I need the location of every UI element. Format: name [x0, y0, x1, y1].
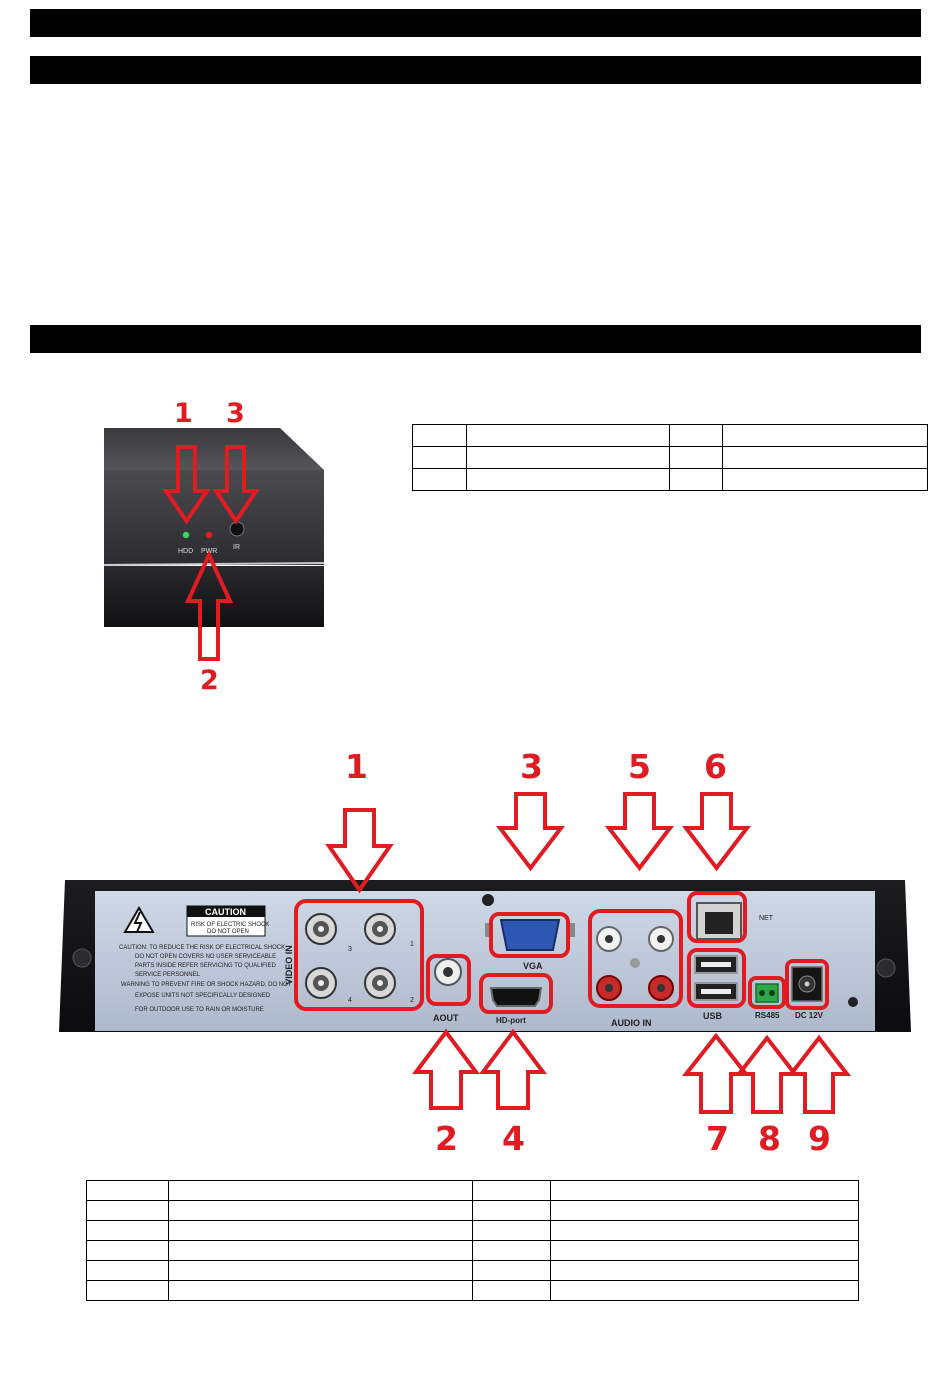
vga-port-icon [499, 919, 561, 951]
header-bar-1 [30, 9, 921, 37]
rs485-terminal-icon [755, 983, 779, 1003]
callout-7: 7 [706, 1119, 729, 1158]
callout-3: 3 [520, 747, 543, 786]
bnc-connector-icon [305, 967, 337, 999]
table-row [412, 446, 928, 469]
svg-text:SERVICE PERSONNEL: SERVICE PERSONNEL [135, 972, 201, 978]
arrow-down-icon [495, 792, 566, 872]
arrow-up-icon [479, 1028, 547, 1110]
table-row [86, 1180, 859, 1201]
bnc-number-4: 4 [348, 997, 352, 1004]
highlight-box-usb [687, 948, 746, 1008]
pwr-led [205, 531, 213, 539]
arrow-up-icon [734, 1034, 800, 1114]
front-panel-figure: HDD PWR IR 1 3 2 [103, 398, 325, 695]
callout-6: 6 [704, 747, 727, 786]
front-panel-table [412, 424, 928, 491]
callout-2: 2 [200, 665, 219, 695]
rs485-label: RS485 [755, 1011, 780, 1020]
bnc-number-1: 1 [410, 941, 414, 948]
highlight-box-dc [785, 959, 829, 1010]
section-bar [30, 325, 921, 353]
usb-label: USB [703, 1011, 723, 1021]
table-row [86, 1220, 859, 1241]
svg-text:WARNING TO PREVENT FIRE OR SHO: WARNING TO PREVENT FIRE OR SHOCK HAZARD,… [121, 982, 292, 988]
arrow-down-icon [162, 445, 211, 525]
highlight-box-audio-in [588, 909, 683, 1008]
callout-2: 2 [435, 1119, 458, 1158]
svg-text:PARTS INSIDE REFER SERVICING T: PARTS INSIDE REFER SERVICING TO QUALIFIE… [135, 963, 276, 969]
highlight-box-aout [426, 954, 471, 1006]
bnc-connector-icon [305, 913, 337, 945]
highlight-box-vga [489, 912, 570, 958]
video-in-label: VIDEO IN [284, 945, 294, 985]
callout-5: 5 [628, 747, 651, 786]
highlight-box-rs485 [748, 976, 786, 1009]
net-label: NET [759, 915, 774, 922]
bnc-connector-icon [364, 913, 396, 945]
table-row [412, 424, 928, 447]
arrow-down-icon [325, 808, 394, 894]
rear-panel-table [86, 1180, 859, 1301]
highlight-box-video-in [294, 899, 424, 1011]
callout-1: 1 [345, 747, 368, 786]
arrow-up-icon [786, 1034, 852, 1114]
device-base [104, 566, 324, 627]
video-in-connectors: 3 1 4 2 [305, 913, 414, 1004]
svg-text:DO NOT OPEN: DO NOT OPEN [207, 929, 249, 935]
callout-9: 9 [808, 1119, 831, 1158]
ir-label: IR [233, 544, 240, 551]
hdmi-port-icon [489, 987, 543, 1007]
bnc-number-3: 3 [348, 946, 352, 953]
svg-text:DO NOT OPEN COVERS NO USER SER: DO NOT OPEN COVERS NO USER SERVICEABLE [135, 954, 276, 960]
dc-label: DC 12V [795, 1011, 824, 1020]
highlight-box-net [687, 891, 747, 943]
vga-label: VGA [523, 961, 543, 971]
arrow-up-icon [184, 550, 234, 661]
callout-1: 1 [174, 398, 193, 429]
arrow-down-icon [604, 792, 675, 872]
aout-label: AOUT [433, 1013, 459, 1023]
table-row [412, 468, 928, 491]
table-row [86, 1280, 859, 1301]
svg-text:FOR OUTDOOR USE TO RAIN OR MOI: FOR OUTDOOR USE TO RAIN OR MOISTURE [135, 1007, 264, 1013]
svg-text:CAUTION: TO REDUCE THE RISK OF: CAUTION: TO REDUCE THE RISK OF ELECTRICA… [119, 945, 285, 951]
hdd-led [182, 531, 190, 539]
table-row [86, 1200, 859, 1221]
table-row [86, 1240, 859, 1261]
callout-3: 3 [226, 398, 245, 429]
ir-sensor [229, 521, 245, 537]
callout-8: 8 [758, 1119, 781, 1158]
audio-in-connectors [596, 926, 674, 1001]
bnc-connector-icon [364, 967, 396, 999]
header-bar-2 [30, 56, 921, 84]
svg-text:RISK OF ELECTRIC SHOCK: RISK OF ELECTRIC SHOCK [191, 922, 269, 928]
device-face [104, 470, 324, 565]
bnc-number-2: 2 [410, 997, 414, 1004]
hdd-label: HDD [178, 548, 193, 555]
audio-in-label: AUDIO IN [611, 1018, 652, 1028]
svg-text:CAUTION: CAUTION [205, 907, 246, 917]
table-row [86, 1260, 859, 1281]
device-top [104, 428, 324, 470]
arrow-down-icon [212, 445, 260, 525]
arrow-down-icon [681, 792, 752, 872]
highlight-box-hdmi [479, 973, 553, 1014]
callout-4: 4 [502, 1119, 525, 1158]
rear-panel-figure: CAUTION RISK OF ELECTRIC SHOCK DO NOT OP… [59, 747, 911, 1158]
arrow-up-icon [412, 1028, 480, 1110]
svg-text:EXPOSE UNITS NOT SPECIFICALLY: EXPOSE UNITS NOT SPECIFICALLY DESIGNED [135, 993, 271, 999]
hdmi-label: HD-port [496, 1016, 526, 1025]
caution-label: CAUTION RISK OF ELECTRIC SHOCK DO NOT OP… [119, 905, 292, 1013]
